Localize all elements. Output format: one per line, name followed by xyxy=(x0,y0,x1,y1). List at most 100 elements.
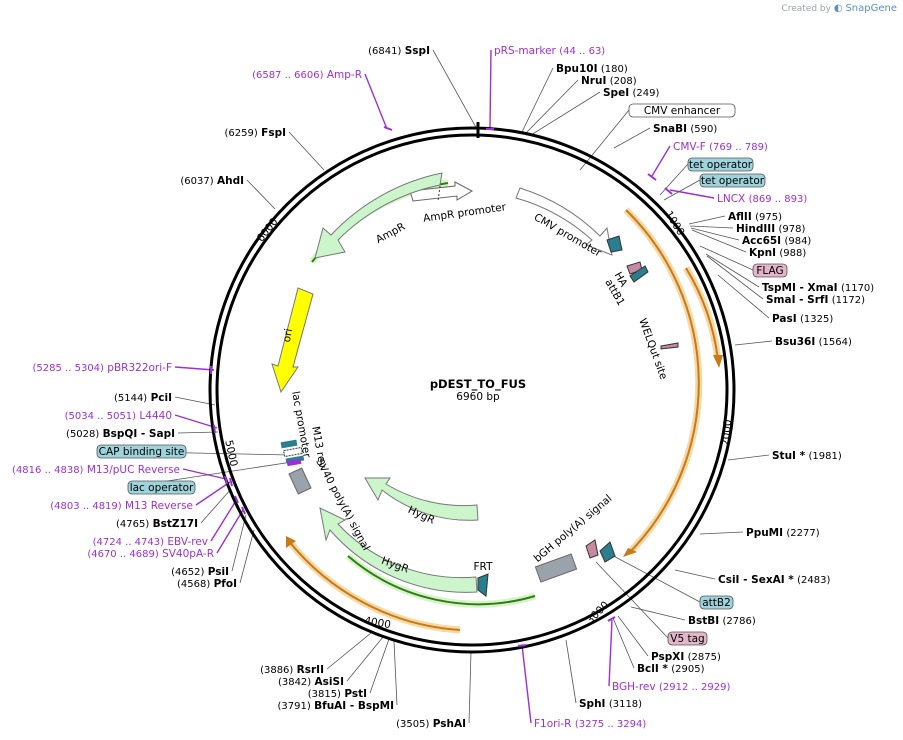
site-name: SnaBI xyxy=(653,123,687,135)
site-name: FspI xyxy=(261,127,286,139)
site-name: Bsu36I xyxy=(775,336,815,348)
svg-text:(3886) RsrII: (3886) RsrII xyxy=(260,664,324,676)
site-coordinate: (3791) xyxy=(278,701,311,712)
svg-text:BGH-rev (2912 .. 2929): BGH-rev (2912 .. 2929) xyxy=(612,681,730,693)
attb2-marker xyxy=(599,541,616,563)
scale-tick-label: 4000 xyxy=(363,615,391,631)
boxed-label-text: V5 tag xyxy=(670,633,704,645)
site-coordinate: (6037) xyxy=(180,176,213,187)
svg-text:(4652) PsiI: (4652) PsiI xyxy=(171,566,229,578)
primer-label: LNCX (869 .. 893) xyxy=(717,193,807,205)
site-coordinate: (1981) xyxy=(808,451,841,462)
site-name: KpnI xyxy=(749,247,776,259)
boxed-feature-label: CMV enhancer xyxy=(628,103,736,118)
site-coordinate: (2912 .. 2929) xyxy=(659,682,731,693)
svg-text:(6259) FspI: (6259) FspI xyxy=(225,127,286,139)
restriction-site-label: (4765) BstZ17I xyxy=(116,518,198,530)
restriction-site-label: (4568) PfoI xyxy=(177,578,237,590)
svg-text:StuI * (1981): StuI * (1981) xyxy=(772,450,842,462)
site-name: SV40pA-R xyxy=(162,548,214,560)
cmv-promoter-arrow xyxy=(515,187,613,256)
site-coordinate: (988) xyxy=(779,248,806,259)
primer-label: (4803 .. 4819) M13 Reverse xyxy=(50,500,193,512)
site-name: CMV-F xyxy=(673,141,706,153)
boxed-feature-label: V5 tag xyxy=(667,631,708,646)
svg-text:(5034 .. 5051) L4440: (5034 .. 5051) L4440 xyxy=(65,410,172,422)
svg-text:SmaI - SrfI (1172): SmaI - SrfI (1172) xyxy=(766,294,865,306)
site-coordinate: (1564) xyxy=(819,337,852,348)
site-coordinate: (975) xyxy=(755,212,782,223)
site-coordinate: (984) xyxy=(784,236,811,247)
boxed-feature-label: CAP binding site xyxy=(96,444,187,459)
restriction-site-label: KpnI (988) xyxy=(749,247,806,259)
restriction-site-label: PasI (1325) xyxy=(772,313,833,325)
restriction-site-label: (3842) AsiSI xyxy=(278,676,344,688)
svg-text:(3815) PstI: (3815) PstI xyxy=(308,688,367,700)
site-coordinate: (3505) xyxy=(396,719,429,730)
snapgene-logo-icon: ◐ xyxy=(833,3,843,14)
site-name: PciI xyxy=(151,392,172,404)
primer-label: (4670 .. 4689) SV40pA-R xyxy=(87,548,214,560)
svg-text:(6587 .. 6606) Amp-R: (6587 .. 6606) Amp-R xyxy=(252,69,362,81)
restriction-site-label: (3815) PstI xyxy=(308,688,367,700)
site-name: AflII xyxy=(728,211,752,223)
site-name: PasI xyxy=(772,313,797,325)
site-name: L4440 xyxy=(139,410,172,422)
site-name: BstZ17I xyxy=(153,518,198,530)
restriction-site-label: SnaBI (590) xyxy=(653,123,717,135)
restriction-site-label: (5144) PciI xyxy=(114,392,172,404)
scale-tick-label: 2000 xyxy=(720,419,734,447)
site-name: HindIII xyxy=(736,223,775,235)
site-coordinate: (1325) xyxy=(800,314,833,325)
svg-text:BstBI (2786): BstBI (2786) xyxy=(688,615,756,627)
svg-text:SnaBI (590): SnaBI (590) xyxy=(653,123,717,135)
site-name: SpeI xyxy=(603,87,629,99)
site-coordinate: (1172) xyxy=(832,295,865,306)
primer-label: (4816 .. 4838) M13/pUC Reverse xyxy=(12,464,180,476)
boxed-label-text: CMV enhancer xyxy=(644,105,721,117)
restriction-site-label: SphI (3118) xyxy=(579,698,642,710)
site-coordinate: (6587 .. 6606) xyxy=(252,70,324,81)
site-name: BGH-rev xyxy=(612,681,656,693)
site-coordinate: (2905) xyxy=(671,664,704,675)
svg-text:SpeI (249): SpeI (249) xyxy=(603,87,659,99)
boxed-label-text: FLAG xyxy=(756,265,783,277)
boxed-label-text: lac operator xyxy=(130,482,194,494)
site-name: BfuAI - BspMI xyxy=(314,700,394,712)
attb1b-marker xyxy=(629,265,649,283)
sv40-polya-box xyxy=(288,467,312,495)
restriction-site-label: (6037) AhdI xyxy=(180,175,244,187)
snapgene-credit: Created by ◐ SnapGene xyxy=(781,3,897,14)
site-coordinate: (4765) xyxy=(116,519,149,530)
site-name: CsiI - SexAI * xyxy=(718,574,794,586)
svg-text:pRS-marker (44 .. 63): pRS-marker (44 .. 63) xyxy=(494,45,605,57)
restriction-site-label: PspXI (2875) xyxy=(651,651,721,663)
svg-text:AflII (975): AflII (975) xyxy=(728,211,782,223)
backbone-inner xyxy=(215,133,729,647)
restriction-site-label: PpuMI (2277) xyxy=(746,527,820,539)
hygr-arrow-2 xyxy=(319,507,478,593)
restriction-site-label: CsiI - SexAI * (2483) xyxy=(718,574,830,586)
orf-arc-fus-line xyxy=(625,209,700,553)
primer-label: (6587 .. 6606) Amp-R xyxy=(252,69,362,81)
primer-label: pRS-marker (44 .. 63) xyxy=(494,45,605,57)
svg-text:SphI (3118): SphI (3118) xyxy=(579,698,642,710)
svg-text:CsiI - SexAI * (2483): CsiI - SexAI * (2483) xyxy=(718,574,830,586)
site-name: M13 Reverse xyxy=(125,500,193,512)
svg-text:(3842) AsiSI: (3842) AsiSI xyxy=(278,676,344,688)
svg-text:KpnI (988): KpnI (988) xyxy=(749,247,806,259)
site-name: PpuMI xyxy=(746,527,783,539)
svg-text:(4568) PfoI: (4568) PfoI xyxy=(177,578,237,590)
svg-text:(4816 .. 4838) M13/pUC Revers: (4816 .. 4838) M13/pUC Reverse xyxy=(12,464,180,476)
orf-arc-fus-head xyxy=(623,548,637,557)
site-coordinate: (869 .. 893) xyxy=(749,194,808,205)
site-name: StuI * xyxy=(772,450,806,462)
restriction-site-label: (4652) PsiI xyxy=(171,566,229,578)
site-coordinate: (2277) xyxy=(786,528,819,539)
site-name: EBV-rev xyxy=(167,536,208,548)
restriction-site-label: TspMI - XmaI (1170) xyxy=(762,282,874,294)
svg-text:(4803 .. 4819) M13 Reverse: (4803 .. 4819) M13 Reverse xyxy=(50,500,193,512)
site-coordinate: (6841) xyxy=(368,46,401,57)
